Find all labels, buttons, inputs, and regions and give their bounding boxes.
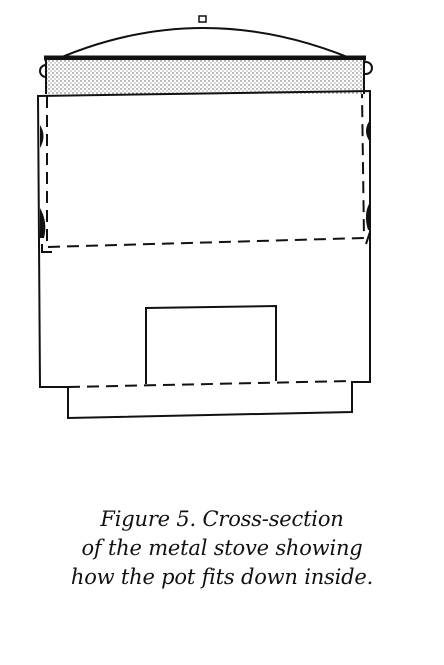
pot-bracket-right [365,231,371,245]
pot-inside-dashed [46,93,366,249]
caption-line-3: how the pot fits down inside. [70,565,374,589]
pot-right-handle-upper [366,120,370,142]
pot-left-handle-upper [40,125,44,148]
fuel-door-opening [145,304,277,384]
pot-bracket-left [41,244,52,253]
pot-lid-dome [45,27,365,65]
stove-floor-dashed [67,380,353,388]
caption-line-1: Figure 5. Cross-section [100,507,344,531]
pot-lid-knob [198,15,207,23]
pot-upper-band [46,60,364,94]
pot-left-handle-lower [40,208,46,238]
figure-caption: Figure 5. Cross-section of the metal sto… [0,505,444,592]
pot-right-handle-lower [365,202,370,230]
caption-line-2: of the metal stove showing [81,536,363,560]
stove-body-outline [36,89,371,420]
stove-cross-section-diagram [36,15,373,420]
